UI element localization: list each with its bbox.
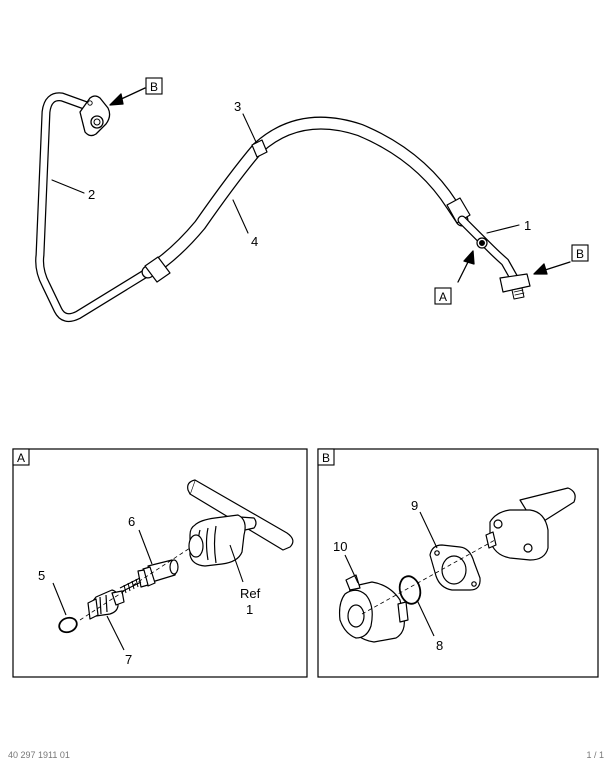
- document-id: 40 297 1911 01: [8, 750, 70, 760]
- callout-10: 10: [333, 539, 347, 554]
- callout-9: 9: [411, 498, 418, 513]
- main-callouts: 2 3 4 1: [88, 99, 531, 249]
- tube-2-flange: [79, 95, 111, 137]
- callout-6: 6: [128, 514, 135, 529]
- callout-7: 7: [125, 652, 132, 667]
- hose-4: [141, 116, 471, 283]
- leader-lines: [51, 113, 520, 234]
- view-tag-a-main-text: A: [439, 290, 447, 304]
- arrows: [109, 87, 571, 283]
- callout-ref-word: Ref: [240, 586, 261, 601]
- gasket-9: [429, 544, 481, 591]
- callout-2: 2: [88, 187, 95, 202]
- callout-1: 1: [524, 218, 531, 233]
- callout-ref-num: 1: [246, 602, 253, 617]
- hose-4-ferrule-left: [144, 256, 171, 283]
- clip-3: [251, 139, 268, 158]
- service-port-a: [476, 237, 488, 249]
- view-tag-b-top: B: [145, 77, 163, 95]
- detail-a-axis: [79, 547, 191, 621]
- o-ring-5: [58, 616, 78, 634]
- callout-4: 4: [251, 234, 258, 249]
- callout-8: 8: [436, 638, 443, 653]
- callout-5: 5: [38, 568, 45, 583]
- tube-flange: [485, 487, 576, 561]
- valve-core-6: [119, 559, 179, 594]
- detail-b-axis: [361, 539, 496, 615]
- detail-b-panel: B: [317, 448, 599, 678]
- page-counter: 1 / 1: [586, 750, 604, 760]
- ref-tube: [187, 479, 294, 567]
- detail-a-tag: A: [17, 451, 25, 465]
- fitting-10: [338, 574, 409, 643]
- view-tag-b-right: B: [571, 244, 589, 262]
- tube-1-fitting: [499, 273, 531, 300]
- main-assembly: [35, 87, 571, 323]
- view-tag-b-top-text: B: [150, 80, 158, 94]
- detail-b-tag: B: [322, 451, 330, 465]
- cap-7: [87, 589, 125, 620]
- detail-a-panel: A: [12, 448, 308, 678]
- tube-2: [35, 92, 153, 323]
- tube-1: [457, 215, 531, 300]
- callout-3: 3: [234, 99, 241, 114]
- view-tag-a-main: A: [434, 287, 452, 305]
- view-tag-b-right-text: B: [576, 247, 584, 261]
